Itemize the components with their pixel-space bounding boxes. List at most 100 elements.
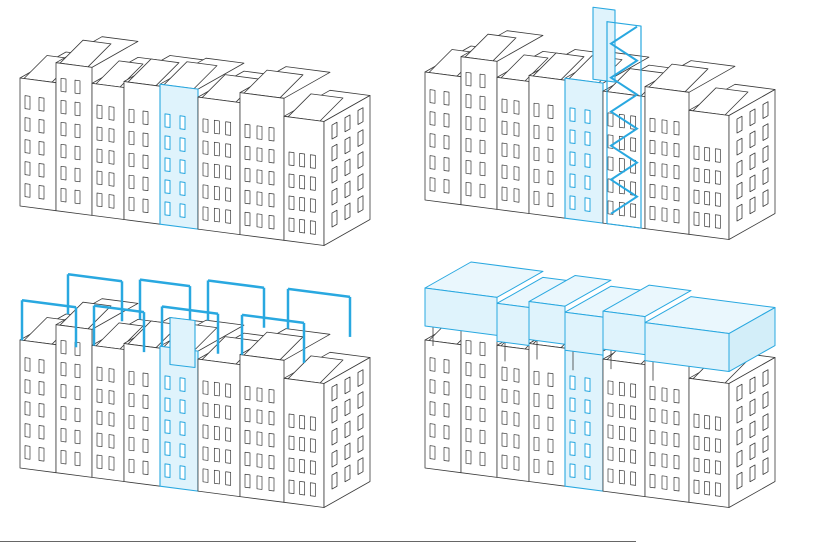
window: [569, 419, 576, 434]
volume-front: [564, 311, 604, 356]
window: [202, 206, 209, 221]
roof-frames: [20, 273, 352, 369]
window: [533, 124, 540, 140]
window: [501, 120, 508, 136]
window: [762, 101, 769, 119]
panel-4: [424, 261, 776, 508]
window: [630, 137, 637, 152]
window: [225, 209, 232, 224]
building: [159, 57, 245, 230]
window: [60, 143, 67, 159]
window: [465, 181, 472, 197]
window: [344, 114, 351, 133]
window: [164, 179, 171, 194]
panel-1: [19, 36, 371, 246]
window: [244, 123, 251, 139]
window: [465, 137, 472, 153]
window: [331, 449, 338, 468]
window: [244, 167, 251, 183]
window: [96, 192, 103, 208]
window: [501, 410, 508, 426]
window: [256, 169, 263, 184]
window: [96, 104, 103, 120]
window: [256, 409, 263, 424]
window: [344, 158, 351, 177]
window: [714, 148, 721, 163]
window: [661, 119, 668, 134]
window: [331, 471, 338, 490]
window: [357, 151, 364, 169]
window: [618, 403, 625, 419]
window: [704, 147, 711, 162]
window: [357, 369, 364, 387]
tower-volume: [169, 316, 196, 369]
window: [268, 127, 275, 142]
window: [533, 146, 540, 162]
window: [38, 185, 45, 200]
window: [429, 89, 436, 104]
window: [74, 167, 81, 183]
window: [38, 381, 45, 396]
window: [213, 207, 220, 223]
window: [649, 183, 656, 199]
window: [164, 397, 171, 412]
window: [344, 180, 351, 199]
window: [533, 370, 540, 386]
frame-beam: [207, 279, 265, 289]
window: [736, 159, 743, 178]
window: [108, 194, 115, 209]
window: [693, 167, 700, 182]
window: [225, 165, 232, 180]
window: [288, 195, 295, 210]
window: [513, 456, 520, 471]
window: [443, 381, 450, 396]
window: [331, 209, 338, 228]
window: [673, 143, 680, 158]
window: [256, 147, 263, 162]
window: [749, 464, 756, 483]
window: [547, 372, 554, 387]
window: [38, 119, 45, 134]
window: [60, 165, 67, 181]
window: [213, 381, 220, 397]
window: [357, 413, 364, 431]
window: [108, 150, 115, 165]
window: [202, 468, 209, 483]
window: [96, 366, 103, 382]
window: [74, 79, 81, 95]
window: [704, 169, 711, 184]
window: [299, 459, 306, 474]
window: [74, 101, 81, 117]
window: [533, 190, 540, 206]
window: [673, 477, 680, 492]
window: [673, 455, 680, 470]
window: [465, 361, 472, 377]
window: [38, 163, 45, 178]
window: [213, 163, 220, 179]
window: [256, 475, 263, 490]
window: [762, 391, 769, 409]
window: [142, 176, 149, 191]
window: [202, 380, 209, 395]
window: [179, 465, 186, 480]
frame-beam: [241, 313, 305, 325]
window: [465, 115, 472, 131]
window: [693, 211, 700, 226]
window: [60, 121, 67, 137]
window: [429, 379, 436, 394]
window: [268, 171, 275, 186]
window: [443, 157, 450, 172]
window: [513, 188, 520, 203]
window: [607, 468, 614, 483]
window: [661, 141, 668, 156]
window: [74, 385, 81, 401]
window: [501, 388, 508, 404]
window: [244, 407, 251, 423]
window: [443, 425, 450, 440]
window: [714, 482, 721, 497]
window: [24, 117, 31, 132]
window: [479, 139, 486, 155]
window: [357, 173, 364, 191]
window: [443, 447, 450, 462]
window: [225, 121, 232, 136]
